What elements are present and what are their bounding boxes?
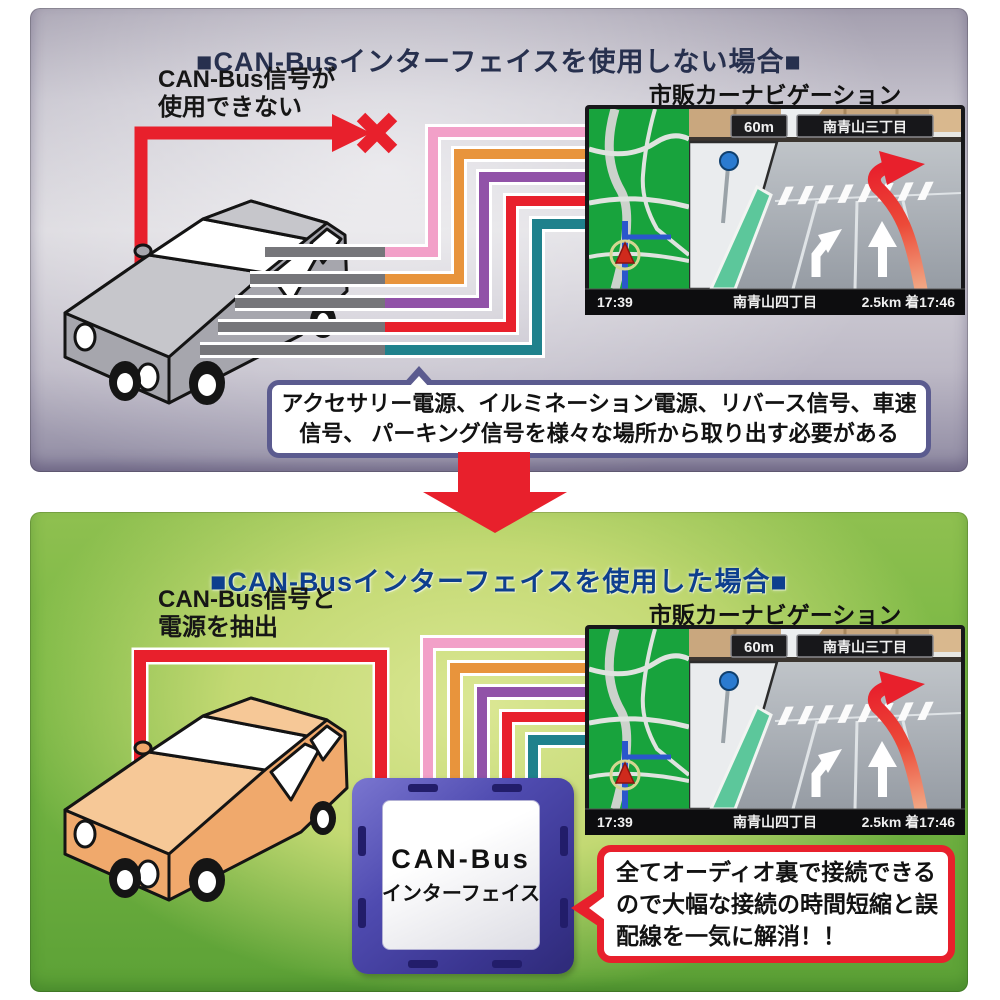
- triangle-position-marker-icon: [614, 241, 636, 264]
- nav-label: 市販カーナビゲーション: [648, 82, 902, 108]
- connector-slot: [492, 784, 522, 792]
- status-location: 南青山四丁目: [733, 814, 817, 830]
- status-time: 17:39: [597, 814, 633, 830]
- signal-ball-icon: [719, 671, 739, 691]
- destination-badge: 南青山三丁目: [823, 639, 907, 655]
- blocked-arrow-shaft: [134, 126, 332, 268]
- route-arrow-icon: [867, 162, 928, 289]
- nav-screen: 60m 南青山三丁目 17:39 南青山四丁目 2.5km 着17:46: [585, 625, 965, 835]
- wiring-note: アクセサリー電源、イルミネーション電源、リバース信号、車速 信号、 パーキング信…: [267, 366, 931, 458]
- car-mirror: [133, 740, 153, 756]
- nav-unit-bottom: 市販カーナビゲーション: [585, 596, 965, 840]
- car-rear-window: [309, 724, 343, 762]
- car-illustration: [63, 696, 349, 902]
- nav-map: [589, 109, 689, 289]
- canbus-unavailable-label: CAN-Bus信号が 使用できない: [158, 66, 335, 122]
- route-arrow-head: [879, 151, 925, 185]
- nav-status-bar: 17:39 南青山四丁目 2.5km 着17:46: [585, 808, 965, 835]
- straight-lane-arrow-head: [868, 221, 897, 247]
- route-arrow-head: [879, 671, 925, 705]
- power-wire-layer: [131, 647, 390, 790]
- connector-slot: [560, 826, 568, 856]
- panel-title: ■CAN-Busインターフェイスを使用しない場合■: [196, 47, 802, 78]
- canbus-interface-box: CAN-Bus インターフェイス: [352, 778, 574, 974]
- destination-badge: 南青山三丁目: [823, 119, 907, 135]
- car-roof: [201, 199, 329, 241]
- label-line: 使用できない: [158, 94, 302, 121]
- status-arrival: 2.5km 着17:46: [862, 814, 956, 830]
- wire-layer: [420, 635, 588, 788]
- label-line: CAN-Bus信号が: [158, 66, 336, 93]
- nav-3d-view: [689, 629, 961, 809]
- nav-overlays: 60m 南青山三丁目: [730, 634, 934, 658]
- connector-slot: [560, 898, 568, 928]
- panel-with-interface: ■CAN-Busインターフェイスを使用した場合■ CAN-Bus信号と 電源を抽…: [30, 512, 968, 992]
- car-headlight: [73, 819, 97, 849]
- bent-lane-arrow-icon: [811, 758, 831, 797]
- connector-slot: [358, 826, 366, 856]
- triangle-position-marker-icon: [614, 761, 636, 784]
- wire-canbus-red: [134, 650, 387, 790]
- nav-screen: 60m 南青山三丁目 17:39 南青山四丁目 2.5km 着17:46: [585, 105, 965, 315]
- car-wheels: [109, 801, 336, 902]
- status-arrival: 2.5km 着17:46: [862, 294, 956, 310]
- bent-lane-arrow-icon: [811, 238, 831, 277]
- nav-map: [589, 629, 689, 809]
- blocked-arrow-layer: [134, 112, 398, 268]
- wire-orange: [385, 149, 588, 284]
- bubble-line: 全てオーディオ裏で接続できる: [616, 859, 936, 885]
- nav-label: 市販カーナビゲーション: [648, 602, 902, 628]
- car-orange: [55, 662, 355, 902]
- label-line: CAN-Bus信号と: [158, 586, 336, 613]
- benefit-bubble: 全てオーディオ裏で接続できる ので大幅な接続の時間短縮と誤 配線を一気に解消！！: [571, 845, 955, 963]
- x-mark-icon: [356, 112, 398, 154]
- route-arrow-icon: [867, 682, 928, 809]
- car-roof: [201, 696, 329, 738]
- wire-purple: [477, 687, 588, 788]
- nav-unit-top: 市販カーナビゲーション: [585, 76, 965, 320]
- status-time: 17:39: [597, 294, 633, 310]
- down-arrow-icon: [423, 452, 567, 533]
- bubble-line: 配線を一気に解消！！: [616, 923, 846, 949]
- car-mirror: [133, 243, 153, 259]
- wire-pink: [385, 127, 588, 257]
- bubble-line: ので大幅な接続の時間短縮と誤: [616, 891, 938, 917]
- note-line: アクセサリー電源、イルミネーション電源、リバース信号、車速: [281, 391, 917, 416]
- wire-teal: [528, 735, 588, 788]
- connector-slot: [492, 960, 522, 968]
- nav-3d-view: [689, 109, 961, 289]
- wire-red: [385, 196, 588, 332]
- wire-pink: [423, 638, 588, 788]
- status-location: 南青山四丁目: [733, 294, 817, 310]
- canbus-name-jp: インターフェイス: [381, 883, 541, 905]
- canbus-interface-label: CAN-Bus インターフェイス: [382, 800, 540, 950]
- straight-lane-arrow-icon: [878, 763, 887, 797]
- wire-red: [502, 712, 588, 788]
- connector-slot: [408, 960, 438, 968]
- wire-orange: [450, 663, 588, 788]
- bent-lane-arrow-head: [818, 749, 842, 773]
- wire-layer: [200, 124, 588, 358]
- panel-without-interface: ■CAN-Busインターフェイスを使用しない場合■ CAN-Bus信号が 使用で…: [30, 8, 968, 472]
- canbus-name: CAN-Bus: [391, 844, 531, 874]
- bent-lane-arrow-head: [818, 229, 842, 253]
- label-line: 電源を抽出: [158, 614, 278, 641]
- note-line: 信号、 パーキング信号を様々な場所から取り出す必要がある: [299, 421, 899, 446]
- connector-slot: [408, 784, 438, 792]
- canbus-extract-label: CAN-Bus信号と 電源を抽出: [158, 586, 335, 642]
- panel-title: ■CAN-Busインターフェイスを使用した場合■: [210, 567, 788, 598]
- signal-ball-icon: [719, 151, 739, 171]
- distance-badge: 60m: [744, 119, 774, 136]
- wire-purple: [385, 172, 588, 308]
- car-headlight: [73, 322, 97, 352]
- connector-slot: [358, 898, 366, 928]
- straight-lane-arrow-icon: [878, 243, 887, 277]
- distance-badge: 60m: [744, 639, 774, 656]
- nav-status-bar: 17:39 南青山四丁目 2.5km 着17:46: [585, 288, 965, 315]
- nav-overlays: 60m 南青山三丁目: [730, 114, 934, 138]
- straight-lane-arrow-head: [868, 741, 897, 767]
- blocked-arrow-head: [332, 114, 371, 152]
- wire-teal: [385, 219, 588, 355]
